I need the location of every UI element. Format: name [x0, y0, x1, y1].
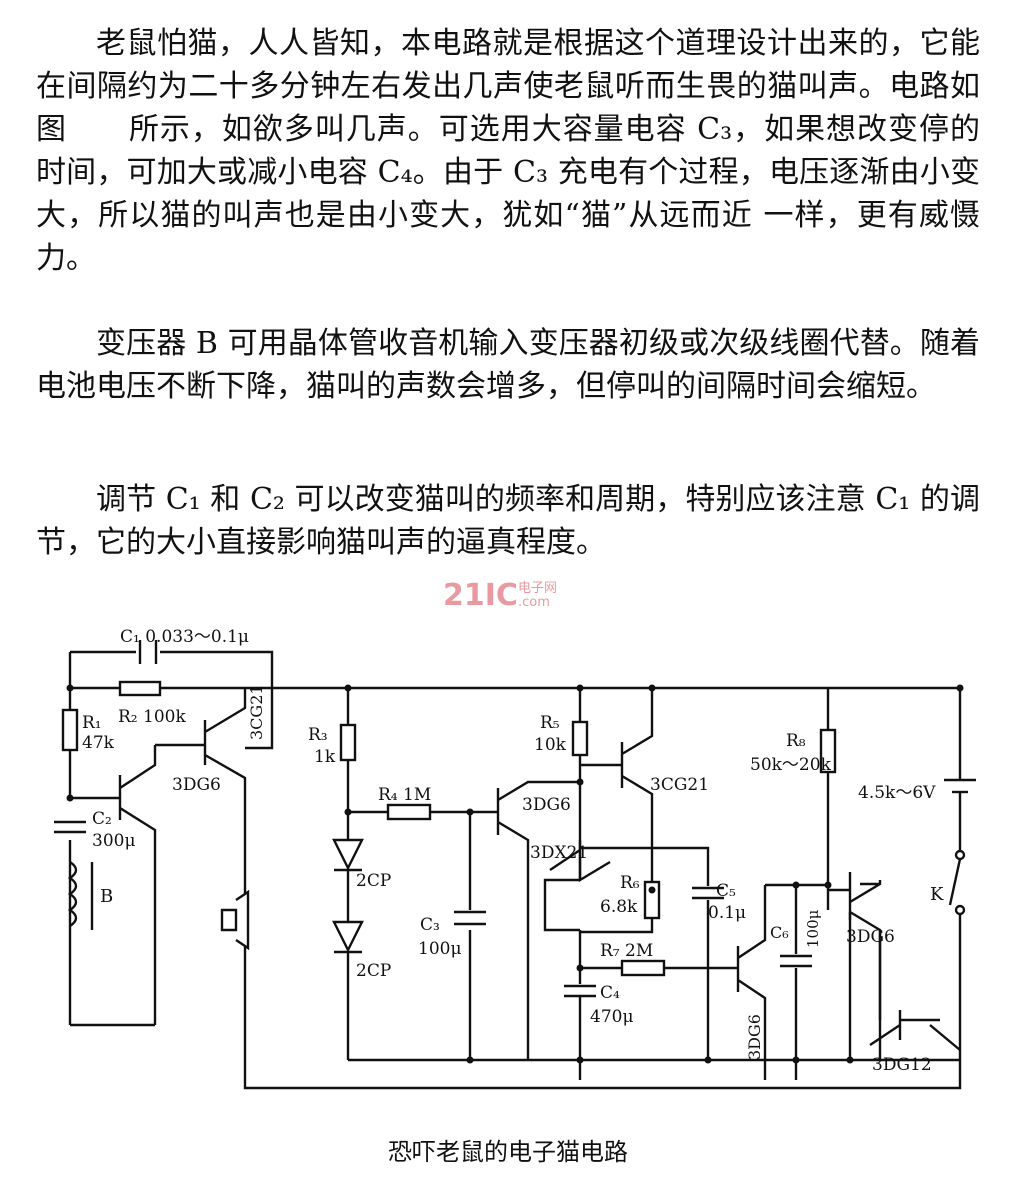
switch-k-top — [954, 849, 966, 861]
capacitor-c1 — [138, 640, 158, 664]
resistor-r1 — [61, 708, 79, 752]
label-r1-value: 47k — [82, 733, 115, 753]
label-r2: R₂ 100k — [118, 707, 186, 727]
label-q4: 3CG21 — [650, 775, 709, 795]
watermark-bottom: .com — [518, 595, 550, 610]
paragraph-intro: 老鼠怕猫，人人皆知，本电路就是根据这个道理设计出来的，它能在间隔约为二十多分钟左… — [36, 26, 980, 276]
figure-caption: 恐吓老鼠的电子猫电路 — [388, 1138, 628, 1166]
label-q7: 3DG6 — [846, 927, 895, 947]
wire-c5 — [580, 846, 710, 1060]
transistor-q8 — [869, 930, 961, 1051]
label-r8-value: 50k～20k — [750, 755, 832, 775]
battery — [944, 778, 976, 794]
label-c6-value: 100μ — [804, 909, 822, 948]
resistor-r3 — [339, 723, 357, 762]
label-q2: 3DG6 — [172, 775, 221, 795]
resistor-r5 — [571, 720, 589, 757]
transistor-q6 — [736, 885, 767, 1080]
watermark-logo: 21IC — [443, 578, 518, 613]
label-r3-value: 1k — [314, 747, 336, 767]
watermark-tagline: 电子网 .com — [518, 582, 557, 610]
resistor-r4 — [386, 803, 432, 821]
diode-2 — [332, 920, 364, 954]
label-q3: 3DG6 — [522, 795, 571, 815]
label-c1: C₁ 0.033～0.1μ — [120, 627, 249, 647]
label-battery: 4.5k～6V — [858, 783, 936, 803]
label-r3: R₃ — [308, 725, 328, 745]
label-r1: R₁ — [82, 713, 102, 733]
label-c4: C₄ — [600, 983, 620, 1003]
label-q8: 3DG12 — [872, 1055, 932, 1075]
label-r6: R₆ — [620, 873, 640, 893]
resistor-r7 — [620, 959, 666, 977]
capacitor-c2 — [54, 820, 86, 834]
label-q6: 3DG6 — [745, 1014, 764, 1060]
capacitor-c6 — [780, 954, 812, 968]
wire-r4 — [348, 810, 472, 1060]
wire-bottom-rail — [243, 980, 962, 1090]
wire-c1-rail — [70, 650, 274, 710]
wire-q1-feedback — [245, 710, 274, 750]
label-c2: C₂ — [92, 809, 112, 829]
transistor-q2 — [70, 745, 157, 1025]
label-q5: 3DX21 — [530, 843, 588, 863]
transistor-q7 — [828, 872, 882, 1060]
label-r8: R₈ — [786, 731, 806, 751]
label-c6: C₆ — [770, 923, 789, 942]
watermark-top: 电子网 — [518, 581, 558, 596]
transformer-coil — [67, 861, 78, 927]
label-r4: R₄ 1M — [378, 785, 431, 805]
capacitor-c5 — [692, 886, 724, 900]
transistor-q4 — [580, 688, 654, 890]
label-c5: C₅ — [716, 881, 736, 901]
paragraph-transformer: 变压器 B 可用晶体管收音机输入变压器初级或次级线圈代替。随着电池电压不断下降，… — [36, 326, 980, 404]
paragraph-adjustment: 调节 C₁ 和 C₂ 可以改变猫叫的频率和周期，特别应该注意 C₁ 的调节，它的… — [36, 482, 980, 560]
circuit-diagram: C₁ 0.033～0.1μ R₂ 100k R₁ 47k C₂ 300μ B 3… — [54, 627, 976, 1090]
label-c5-value: 0.1μ — [708, 903, 746, 923]
label-d1: 2CP — [356, 871, 391, 891]
label-c3-value: 100μ — [418, 939, 462, 959]
resistor-r8 — [819, 728, 837, 774]
label-q1: 3CG21 — [247, 684, 266, 740]
label-r6-value: 6.8k — [600, 897, 638, 917]
label-c2-value: 300μ — [92, 831, 136, 851]
diode-1 — [332, 838, 364, 872]
junctions — [66, 684, 964, 1064]
label-k: K — [930, 884, 944, 905]
label-r7: R₇ 2M — [600, 941, 653, 961]
label-r5: R₅ — [540, 713, 560, 733]
transistor-q1 — [155, 688, 247, 980]
resistor-r2 — [118, 680, 162, 697]
switch-k-bottom — [954, 904, 966, 916]
speaker-icon — [220, 889, 250, 951]
capacitor-c3 — [454, 910, 486, 926]
label-b: B — [100, 886, 113, 907]
label-c3: C₃ — [420, 915, 440, 935]
label-d2: 2CP — [356, 961, 391, 981]
capacitor-c4 — [564, 984, 596, 998]
label-c4-value: 470μ — [590, 1007, 634, 1027]
transistor-q3 — [470, 780, 580, 1060]
switch-k-lever — [948, 858, 962, 906]
label-r5-value: 10k — [534, 735, 567, 755]
wire-q5-loop — [543, 878, 582, 970]
wire-r6 — [580, 918, 654, 934]
